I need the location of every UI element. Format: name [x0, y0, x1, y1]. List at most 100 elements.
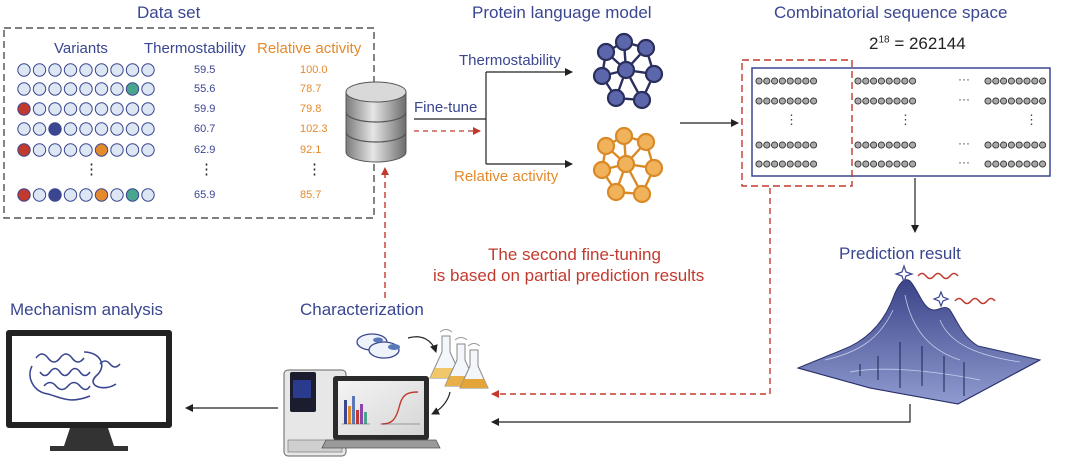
variant-residue-dot: [48, 143, 62, 157]
sequence-residue-dot: [778, 141, 786, 149]
variant-residue-dot: [141, 188, 155, 202]
sequence-residue-dot: [794, 77, 802, 85]
sequence-residue-dot: [771, 77, 779, 85]
sequence-residue-dot: [901, 141, 909, 149]
variant-residue-dot: [110, 188, 124, 202]
sequence-residue-dot: [893, 141, 901, 149]
sequence-dots: [755, 77, 1047, 168]
thermostability-header: Thermostability: [144, 40, 246, 57]
relative-activity-value: 100.0: [300, 64, 328, 76]
variant-residue-dot: [32, 82, 47, 96]
horizontal-ellipsis: ···: [958, 72, 970, 86]
sequence-residue-dot: [755, 141, 763, 149]
sequence-residue-dot: [909, 77, 917, 85]
variant-residue-dot: [32, 143, 47, 157]
sequence-residue-dot: [794, 160, 802, 168]
network-node: [632, 90, 652, 110]
sequence-residue-dot: [984, 77, 992, 85]
network-node: [606, 88, 626, 108]
sequence-residue-dot: [1031, 77, 1039, 85]
sequence-residue-dot: [885, 77, 893, 85]
dataset-title: Data set: [137, 3, 201, 22]
thermostability-value: 59.9: [194, 103, 216, 115]
horizontal-ellipsis: ···: [958, 136, 970, 150]
sequence-residue-dot: [771, 160, 779, 168]
sequence-residue-dot: [755, 160, 763, 168]
variant-residue-dot: [48, 82, 62, 96]
network-node: [632, 184, 652, 204]
arrow-subset-to-lab: [491, 188, 771, 398]
variant-residue-dot: [110, 143, 124, 157]
variant-residue-dot: [79, 82, 93, 96]
sequence-residue-dot: [763, 77, 771, 85]
sequence-residue-dot: [992, 141, 1000, 149]
sequence-residue-dot: [1000, 77, 1008, 85]
sequence-residue-dot: [870, 97, 878, 105]
sequence-residue-dot: [862, 160, 870, 168]
protein-structure-icon: [29, 351, 121, 401]
sequence-residue-dot: [786, 141, 794, 149]
sequence-residue-dot: [862, 141, 870, 149]
relative-activity-value: 85.7: [300, 189, 322, 201]
variant-residue-dot: [48, 122, 62, 136]
arrow-petri-to-flask: [407, 336, 438, 353]
variant-residue-dot: [48, 102, 62, 116]
sequence-residue-dot: [870, 77, 878, 85]
variant-residue-dot: [110, 102, 124, 116]
sequence-residue-dot: [1007, 141, 1015, 149]
sequence-residue-dot: [885, 160, 893, 168]
variant-residue-dot: [17, 143, 31, 157]
formula-result: = 262144: [889, 34, 966, 53]
sequence-residue-dot: [1039, 97, 1047, 105]
sequence-residue-dot: [1007, 77, 1015, 85]
variant-residue-dot: [17, 82, 31, 96]
sequence-residue-dot: [1015, 160, 1023, 168]
culture-flask-icon: [429, 329, 489, 389]
variant-residue-dot: [141, 63, 155, 77]
variant-residue-dot: [110, 122, 124, 136]
sequence-residue-dot: [870, 141, 878, 149]
sequence-residue-dot: [893, 160, 901, 168]
sequence-residue-dot: [763, 160, 771, 168]
network-node: [616, 154, 636, 174]
thermostability-value: 59.5: [194, 64, 216, 76]
sequence-residue-dot: [854, 77, 862, 85]
relative-activity-value: 92.1: [300, 144, 322, 156]
sequence-residue-dot: [854, 141, 862, 149]
sequence-residue-dot: [1023, 141, 1031, 149]
sequence-residue-dot: [909, 97, 917, 105]
sequence-residue-dot: [984, 97, 992, 105]
sequence-residue-dot: [1039, 77, 1047, 85]
sequence-residue-dot: [885, 97, 893, 105]
variants-header: Variants: [54, 40, 108, 57]
variant-residue-dot: [110, 63, 124, 77]
horizontal-ellipsis: ···: [958, 155, 970, 169]
sequence-residue-dot: [854, 97, 862, 105]
relative-activity-value: 79.8: [300, 103, 322, 115]
variant-residue-dot: [79, 102, 93, 116]
sequence-residue-dot: [786, 77, 794, 85]
sequence-residue-dot: [786, 97, 794, 105]
vertical-ellipsis: ⋮: [1025, 112, 1038, 127]
network-node: [644, 64, 664, 84]
variant-residue-dot: [79, 188, 93, 202]
thermostability-value: 62.9: [194, 144, 216, 156]
mechanism-title: Mechanism analysis: [10, 300, 164, 319]
sequence-residue-dot: [1039, 160, 1047, 168]
sequence-residue-dot: [794, 97, 802, 105]
sequence-residue-dot: [810, 160, 818, 168]
thermostability-value: 60.7: [194, 123, 216, 135]
arrow-prediction-to-lab: [491, 404, 911, 426]
network-node: [644, 158, 664, 178]
variant-residue-dot: [94, 82, 109, 96]
variant-residue-dot: [32, 63, 47, 77]
sequence-residue-dot: [810, 77, 818, 85]
vertical-ellipsis: ⋮: [84, 161, 99, 178]
vertical-ellipsis: ⋮: [199, 161, 214, 178]
sequence-residue-dot: [862, 77, 870, 85]
sequence-residue-dot: [854, 160, 862, 168]
sequence-residue-dot: [877, 141, 885, 149]
sequence-residue-dot: [755, 97, 763, 105]
prediction-landscape: [796, 264, 1042, 405]
